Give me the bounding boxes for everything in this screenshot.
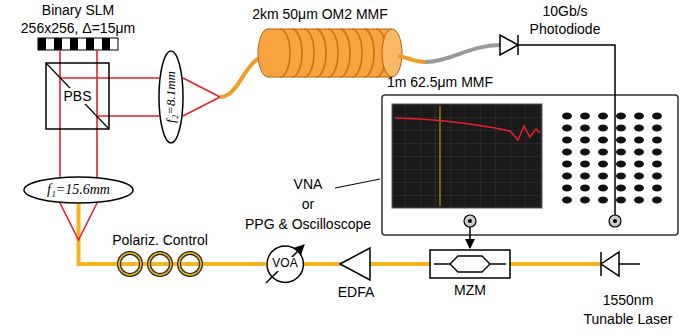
slm-pixel [70,38,78,50]
polarization-paddle [179,253,201,275]
amplifier-symbol [340,248,370,280]
patch-fiber [425,45,500,62]
light-beam [110,77,159,79]
component-name: f₁=15.6mm [45,182,112,198]
fiber-winding [352,29,362,77]
variable-arrow [266,245,304,283]
slm-pixel [86,38,94,50]
instrument-port [464,215,476,227]
fiber-winding [292,29,302,77]
node-text-holder: f₂=8.1mm [164,69,179,125]
screen-grid [392,104,542,208]
slm-pixel [54,38,62,50]
instrument-keypad [558,110,666,206]
polarization-paddle [119,253,141,275]
fiber-winding [280,29,290,77]
electrical-cable [518,45,615,215]
component-label: Photodiode [530,21,601,37]
slm-pixel [38,38,46,50]
cube-outline [46,63,109,129]
component-label: 1m 62.5μm MMF [387,74,493,90]
splitter-diagonal [46,63,109,129]
leader-line [335,179,380,188]
light-beam [60,77,110,79]
single-mode-fiber [370,262,430,266]
polarization-paddle [179,253,201,275]
instrument-screen [392,104,542,208]
instrument-port [613,219,617,223]
single-mode-fiber [303,262,342,266]
lens-outline [159,51,183,143]
component-label: or [302,196,314,212]
attenuator-circle: VOA [266,245,304,283]
instrument-housing [382,95,678,235]
screen-trace [395,118,540,140]
component-name: PBS [61,88,93,104]
fiber-spool [382,29,402,77]
photodiode-symbol [500,35,518,55]
modulator-symbol [430,250,510,278]
lens-outline [24,177,133,203]
fiber-winding [328,29,338,77]
lens: f₂=8.1mm [158,50,184,144]
light-beam [183,78,220,116]
fiber-winding [304,29,314,77]
component-label: Tunable Laser [584,311,673,327]
laser-diode-symbol [601,252,619,276]
component-label: MZM [454,282,486,298]
light-beam [60,203,97,240]
slm-panel [38,38,118,50]
instrument-port [468,219,472,223]
fiber-winding [364,29,374,77]
component-name: VOA [270,257,299,271]
multimode-fiber [398,56,425,62]
component-label: EDFA [338,284,375,300]
component-label: PPG & Oscilloscope [245,216,371,232]
component-label: Polariz. Control [112,232,208,248]
polarization-paddle [149,253,171,275]
light-beam [59,130,61,177]
slm-pixel [102,38,110,50]
component-label: 1550nm [603,292,654,308]
polarization-paddle [149,253,171,275]
laser-lead [619,263,640,265]
node-text-holder: PBS [61,88,93,104]
polarization-paddle [119,253,141,275]
single-mode-fiber [510,262,601,266]
node-text-holder: VOA [270,257,299,271]
component-label: 256x256, Δ=15μm [21,20,135,36]
component-label: VNA [294,176,323,192]
modulator-arms [434,256,506,272]
attenuator-outline [267,246,303,282]
electrical-cable [469,227,471,248]
fiber-winding [340,29,350,77]
light-beam [96,50,98,177]
component-label: 2km 50μm OM2 MMF [252,6,388,22]
component-label: 10Gb/s [542,3,587,19]
component-name: f₂=8.1mm [164,69,179,125]
fiber-spool [268,29,392,77]
light-beam [97,115,159,117]
fiber-winding [316,29,326,77]
single-mode-fiber [79,204,266,264]
beam-splitter-cube: PBS [45,62,110,130]
component-label: Binary SLM [42,2,114,18]
node-text-holder: f₁=15.6mm [45,182,112,198]
lens: f₁=15.6mm [23,176,134,204]
instrument-port [609,215,621,227]
